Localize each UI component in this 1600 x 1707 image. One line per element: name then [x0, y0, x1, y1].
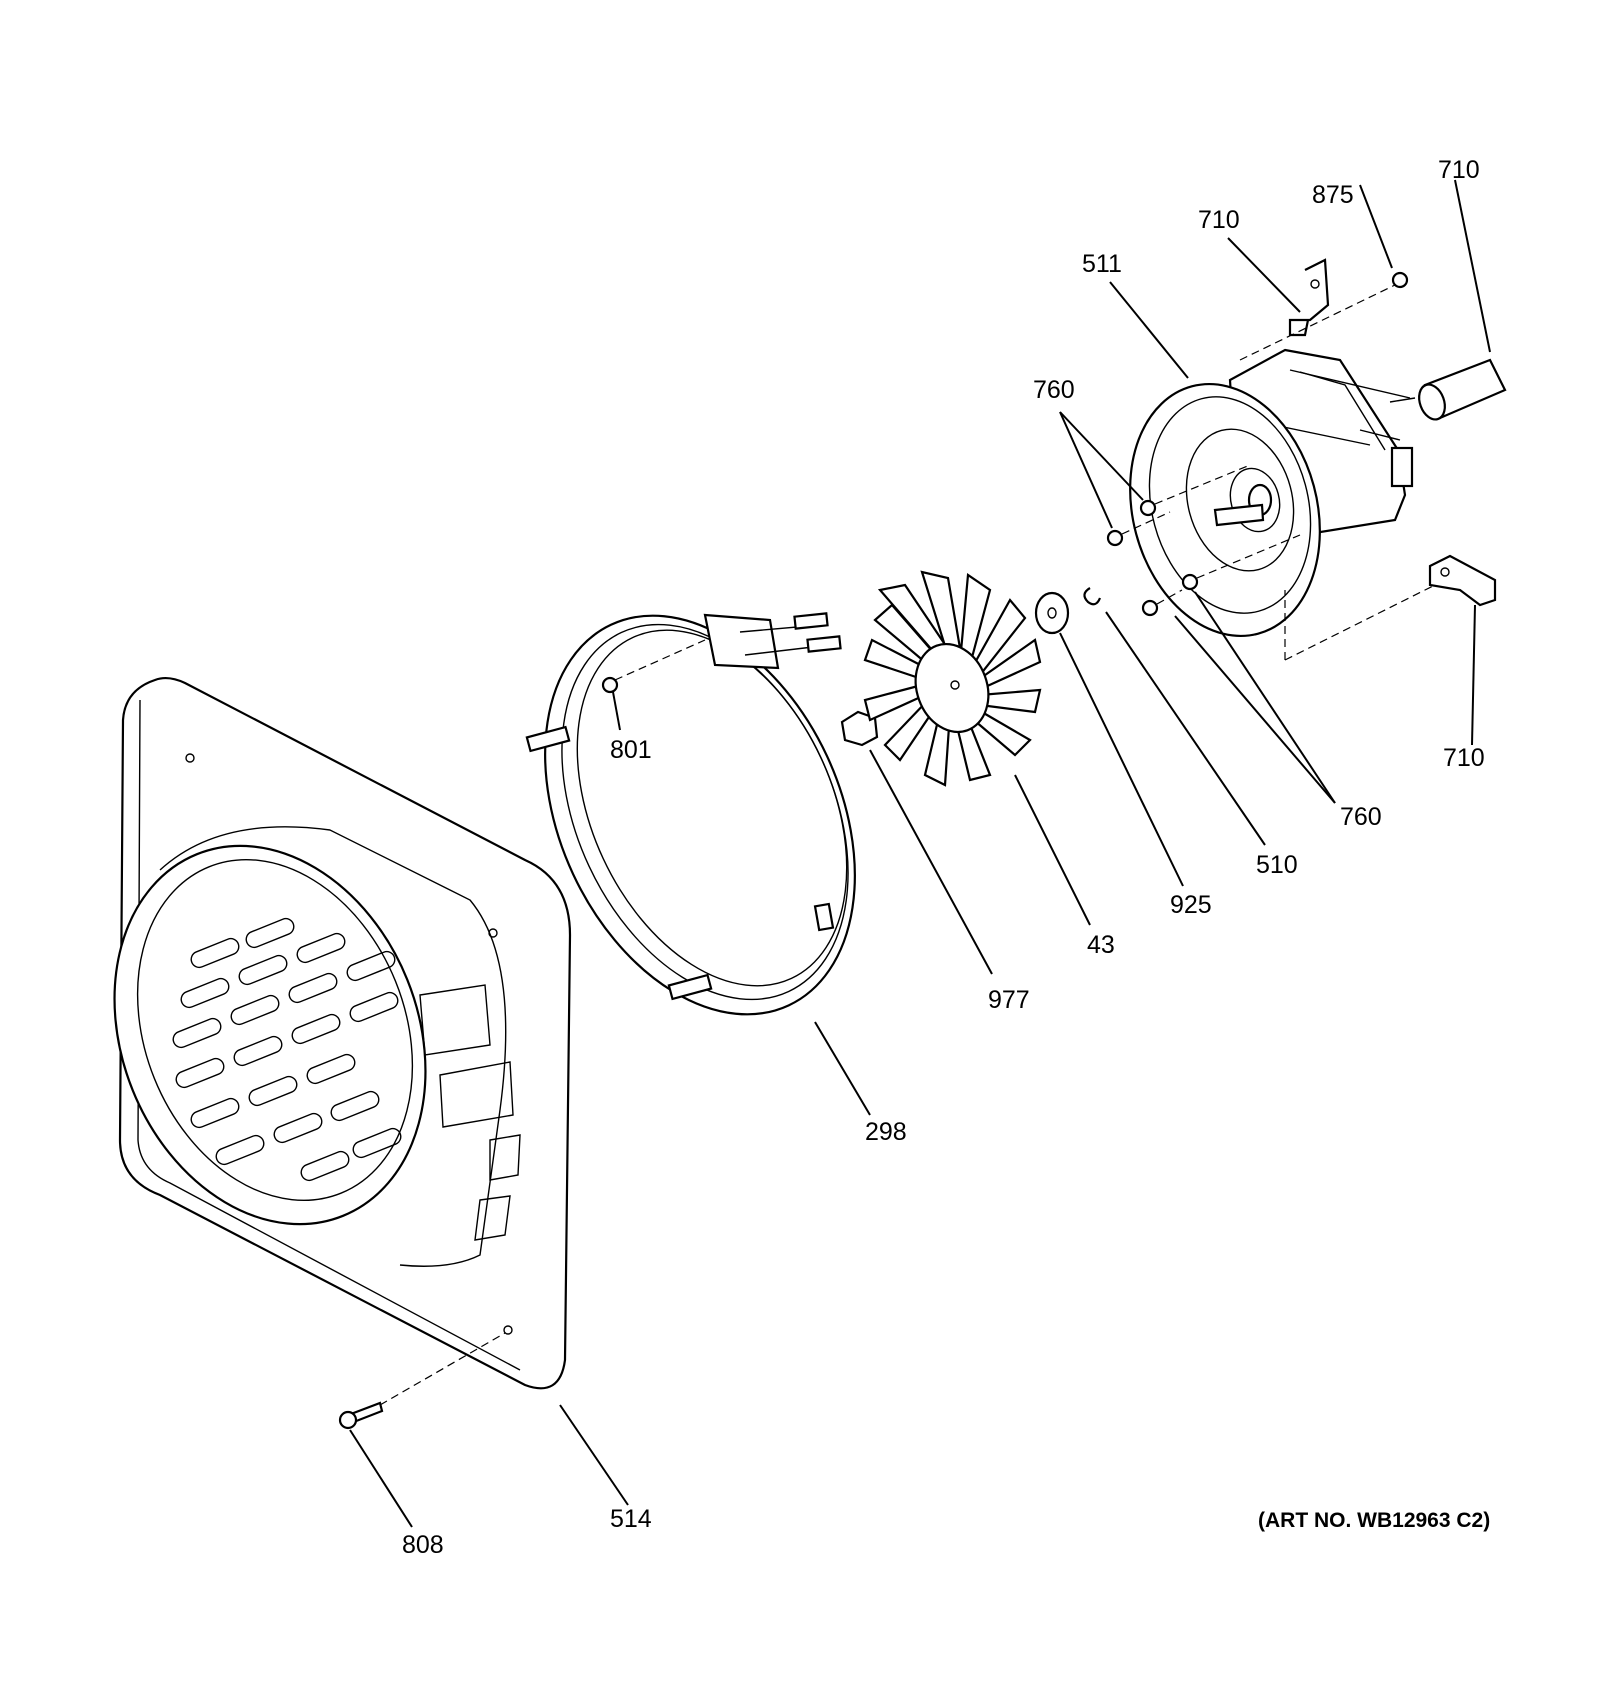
washer-925: [1034, 591, 1070, 635]
label-977: 977: [988, 986, 1030, 1014]
leader-lines: [349, 179, 1491, 1528]
label-710-bracket: 710: [1198, 206, 1240, 234]
label-808: 808: [402, 1531, 444, 1559]
art-number: (ART NO. WB12963 C2): [1258, 1509, 1490, 1532]
label-710-top: 710: [1438, 156, 1480, 184]
motor-511: [1129, 348, 1414, 638]
label-514: 514: [610, 1505, 652, 1533]
capacitor-710: [1389, 358, 1507, 421]
label-710-lower: 710: [1443, 744, 1485, 772]
label-510: 510: [1256, 851, 1298, 879]
label-760-lower: 760: [1340, 803, 1382, 831]
label-925: 925: [1170, 891, 1212, 919]
nut-977: [840, 710, 879, 747]
label-298: 298: [865, 1118, 907, 1146]
callout-labels: 710 875 710 511 760 801 710 760 510 925 …: [402, 156, 1490, 1559]
clip-510: [1083, 587, 1102, 606]
bracket-710-lower: [1428, 554, 1497, 607]
label-43: 43: [1087, 931, 1115, 959]
screws-760: [1106, 499, 1199, 617]
label-875: 875: [1312, 181, 1354, 209]
fan-cover-panel-514: [113, 676, 572, 1390]
label-760-upper: 760: [1033, 376, 1075, 404]
screw-875: [1391, 271, 1409, 289]
screw-808: [338, 1401, 384, 1430]
cover-vent-slots: [172, 917, 402, 1182]
label-511: 511: [1082, 250, 1122, 278]
bracket-710-upper: [1288, 258, 1330, 337]
label-801: 801: [610, 736, 652, 764]
fan-blade-43: [863, 570, 1042, 787]
heating-element-298: [525, 612, 856, 1016]
screw-801: [601, 676, 619, 694]
